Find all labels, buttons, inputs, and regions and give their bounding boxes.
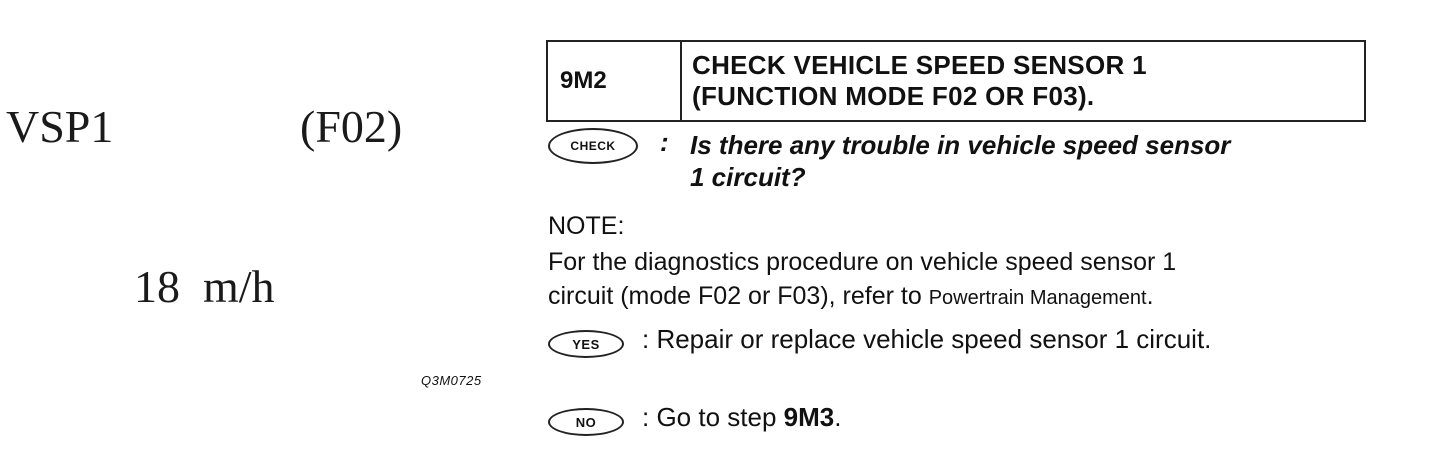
note-line-2-suffix: . <box>1146 282 1154 310</box>
note-body: For the diagnostics procedure on vehicle… <box>548 245 1176 315</box>
no-badge-icon: NO <box>548 408 624 436</box>
check-question-line-1: Is there any trouble in vehicle speed se… <box>690 130 1231 160</box>
no-answer-prefix: : Go to step <box>642 402 784 432</box>
speed-value: 18 <box>134 261 180 312</box>
powertrain-reference: Powertrain Management <box>928 287 1147 309</box>
yes-answer: : Repair or replace vehicle speed sensor… <box>642 324 1212 354</box>
step-title-line-2: (FUNCTION MODE F02 OR F03). <box>692 81 1095 111</box>
note-heading: NOTE: <box>548 212 625 240</box>
note-line-2-prefix: circuit (mode F02 or F03), refer to <box>548 282 929 310</box>
mode-label: (F02) <box>300 101 403 152</box>
step-number: 9M2 <box>548 42 682 120</box>
check-badge-icon: CHECK <box>548 128 638 164</box>
next-step-ref: 9M3 <box>783 402 835 432</box>
step-title-line-1: CHECK VEHICLE SPEED SENSOR 1 <box>692 50 1147 80</box>
figure-code: Q3M0725 <box>421 373 482 388</box>
step-title: CHECK VEHICLE SPEED SENSOR 1 (FUNCTION M… <box>682 42 1364 120</box>
speed-readout: 18 m/h <box>134 260 275 313</box>
check-question-line-2: 1 circuit? <box>690 162 806 192</box>
note-line-1: For the diagnostics procedure on vehicle… <box>548 248 1177 276</box>
check-question: Is there any trouble in vehicle speed se… <box>690 129 1360 193</box>
signal-label: VSP1 <box>6 101 114 152</box>
no-answer-suffix: . <box>834 402 842 432</box>
no-answer: : Go to step 9M3. <box>642 402 841 433</box>
yes-badge-icon: YES <box>548 330 624 358</box>
step-header-table: 9M2 CHECK VEHICLE SPEED SENSOR 1 (FUNCTI… <box>546 40 1366 122</box>
check-colon: : <box>660 127 669 157</box>
note-line-2: circuit (mode F02 or F03), refer to Powe… <box>548 279 1176 315</box>
speed-unit: m/h <box>203 261 275 312</box>
